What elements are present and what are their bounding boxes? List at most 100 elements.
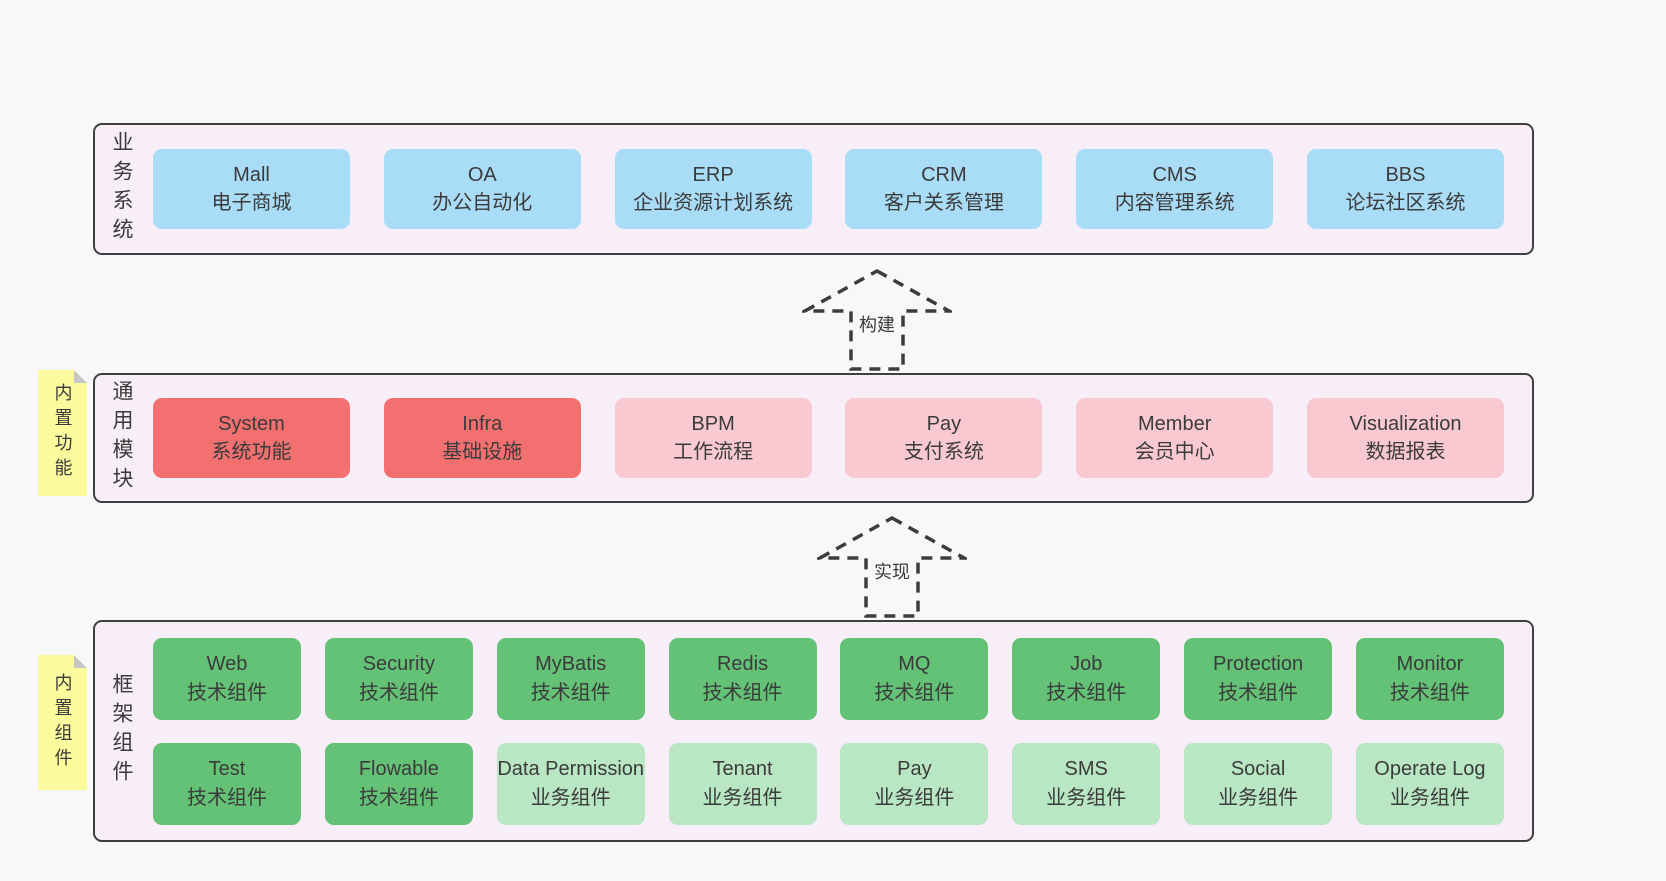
box-title: Member — [1138, 412, 1212, 435]
box-title: Job — [1070, 653, 1103, 676]
box-bbs: BBS 论坛社区系统 — [1306, 149, 1504, 229]
box-subtitle: 支付系统 — [903, 441, 984, 463]
box-title: MyBatis — [535, 653, 607, 676]
box-infra: Infra 基础设施 — [383, 398, 581, 478]
box-visualization: Visualization 数据报表 — [1306, 398, 1504, 478]
box-subtitle: 数据报表 — [1365, 441, 1446, 463]
business-boxes-row: Mall 电子商城 OA 办公自动化 ERP 企业资源计划系统 CRM 客户关系… — [147, 125, 1532, 253]
box-subtitle: 技术组件 — [1389, 681, 1470, 704]
sticky-note-text: 内置组件 — [52, 672, 73, 773]
sticky-note-built-in-features: 内置功能 — [38, 370, 87, 496]
box-title: Visualization — [1349, 412, 1462, 435]
box-subtitle: 业务组件 — [702, 786, 783, 809]
box-title: Web — [206, 653, 248, 676]
implement-arrow: 实现 — [817, 515, 967, 619]
box-data-permission: Data Permission 业务组件 — [496, 742, 645, 825]
business-systems-layer: 业务系统 Mall 电子商城 OA 办公自动化 ERP 企业资源计划系统 CRM… — [93, 123, 1534, 255]
component-row-1: Web 技术组件 Security 技术组件 MyBatis 技术组件 Redi… — [153, 637, 1504, 720]
box-title: CMS — [1152, 163, 1197, 186]
box-subtitle: 基础设施 — [442, 441, 523, 463]
box-subtitle: 业务组件 — [1389, 786, 1470, 809]
box-title: BBS — [1385, 163, 1426, 186]
box-tenant: Tenant 业务组件 — [668, 742, 817, 825]
box-subtitle: 客户关系管理 — [883, 192, 1004, 214]
box-title: SMS — [1064, 758, 1108, 781]
box-title: System — [218, 412, 285, 435]
box-web: Web 技术组件 — [153, 637, 301, 720]
box-title: Pay — [926, 412, 962, 435]
box-subtitle: 业务组件 — [530, 786, 611, 809]
module-boxes-row: System 系统功能 Infra 基础设施 BPM 工作流程 Pay 支付系统… — [147, 375, 1532, 501]
framework-components-layer: 框架组件 Web 技术组件 Security 技术组件 MyBatis 技术组件… — [93, 620, 1534, 842]
box-subtitle: 系统功能 — [211, 441, 292, 463]
box-pay-module: Pay 支付系统 — [845, 398, 1043, 478]
box-subtitle: 技术组件 — [187, 681, 267, 704]
folded-corner-icon — [74, 655, 87, 668]
box-redis: Redis 技术组件 — [668, 637, 817, 720]
dashed-up-arrow-icon — [802, 268, 952, 371]
box-subtitle: 技术组件 — [1046, 681, 1127, 704]
build-arrow-label: 构建 — [856, 310, 898, 338]
box-subtitle: 技术组件 — [358, 786, 439, 809]
component-boxes-grid: Web 技术组件 Security 技术组件 MyBatis 技术组件 Redi… — [147, 622, 1532, 840]
box-pay-component: Pay 业务组件 — [840, 742, 989, 825]
box-subtitle: 技术组件 — [358, 681, 439, 704]
box-subtitle: 技术组件 — [874, 681, 955, 704]
box-title: OA — [467, 163, 497, 186]
box-social: Social 业务组件 — [1184, 742, 1333, 825]
box-job: Job 技术组件 — [1012, 637, 1161, 720]
folded-corner-icon — [74, 370, 87, 383]
box-system: System 系统功能 — [153, 398, 350, 478]
box-subtitle: 业务组件 — [1218, 786, 1299, 809]
box-security: Security 技术组件 — [324, 637, 473, 720]
box-sms: SMS 业务组件 — [1012, 742, 1161, 825]
box-subtitle: 企业资源计划系统 — [633, 192, 794, 214]
sticky-note-text: 内置功能 — [52, 383, 73, 483]
box-title: Pay — [897, 758, 932, 781]
box-oa: OA 办公自动化 — [383, 149, 581, 229]
box-mall: Mall 电子商城 — [153, 149, 350, 229]
box-crm: CRM 客户关系管理 — [845, 149, 1043, 229]
box-title: Infra — [462, 412, 503, 435]
module-layer-label: 通用模块 — [110, 380, 133, 496]
box-title: Operate Log — [1374, 758, 1486, 781]
box-mq: MQ 技术组件 — [840, 637, 989, 720]
box-subtitle: 业务组件 — [874, 786, 955, 809]
business-layer-label: 业务系统 — [110, 131, 133, 247]
implement-arrow-label: 实现 — [871, 557, 913, 585]
box-title: BPM — [691, 412, 735, 435]
box-title: Monitor — [1396, 653, 1464, 676]
box-subtitle: 技术组件 — [702, 681, 783, 704]
box-subtitle: 会员中心 — [1134, 441, 1215, 463]
box-title: Data Permission — [497, 758, 645, 781]
box-title: Social — [1230, 758, 1286, 781]
box-bpm: BPM 工作流程 — [614, 398, 812, 478]
box-subtitle: 论坛社区系统 — [1345, 192, 1466, 214]
box-subtitle: 技术组件 — [187, 786, 267, 809]
sticky-note-built-in-components: 内置组件 — [38, 655, 87, 790]
box-subtitle: 电子商城 — [211, 192, 292, 214]
box-title: Mall — [233, 163, 270, 186]
box-mybatis: MyBatis 技术组件 — [496, 637, 645, 720]
box-subtitle: 技术组件 — [1218, 681, 1299, 704]
box-title: CRM — [921, 163, 967, 186]
box-erp: ERP 企业资源计划系统 — [614, 149, 812, 229]
box-subtitle: 办公自动化 — [432, 192, 533, 214]
box-title: Test — [208, 758, 246, 781]
box-title: Security — [362, 653, 435, 676]
box-monitor: Monitor 技术组件 — [1355, 637, 1504, 720]
box-title: Protection — [1213, 653, 1304, 676]
box-title: Flowable — [358, 758, 439, 781]
box-subtitle: 内容管理系统 — [1114, 192, 1235, 214]
dashed-up-arrow-icon — [817, 515, 967, 618]
box-operate-log: Operate Log 业务组件 — [1355, 742, 1504, 825]
box-cms: CMS 内容管理系统 — [1076, 149, 1274, 229]
box-title: Redis — [716, 653, 769, 676]
common-modules-layer: 通用模块 System 系统功能 Infra 基础设施 BPM 工作流程 Pay… — [93, 373, 1534, 503]
box-test: Test 技术组件 — [153, 742, 301, 825]
build-arrow: 构建 — [802, 268, 952, 372]
box-flowable: Flowable 技术组件 — [324, 742, 473, 825]
box-title: ERP — [692, 163, 734, 186]
box-title: Tenant — [712, 758, 773, 781]
